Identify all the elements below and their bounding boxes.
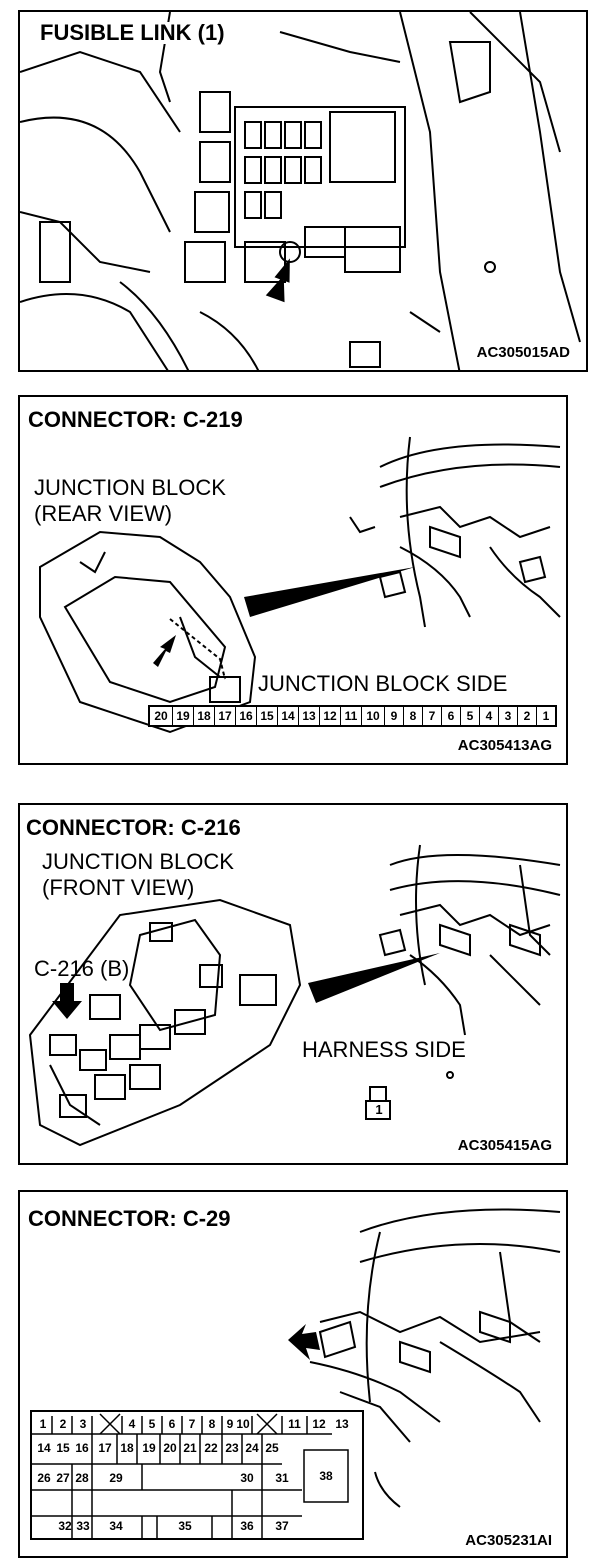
- side-label: HARNESS SIDE: [302, 1037, 466, 1062]
- pin: 20: [150, 707, 173, 725]
- pin: 13: [335, 1417, 349, 1431]
- pin: 35: [178, 1519, 192, 1533]
- pin: 1: [375, 1102, 383, 1117]
- pin: 16: [236, 707, 257, 725]
- pin: 28: [75, 1471, 89, 1485]
- pin: 8: [404, 707, 423, 725]
- pin: 34: [109, 1519, 123, 1533]
- pin: 36: [240, 1519, 254, 1533]
- pin: 17: [98, 1441, 112, 1455]
- pin: 18: [120, 1441, 134, 1455]
- pin: 26: [37, 1471, 51, 1485]
- connector-c219-pin-strip: 20 19 18 17 16 15 14 13 12 11 10 9 8 7 6…: [148, 705, 557, 727]
- panel-title: CONNECTOR: C-29: [28, 1206, 231, 1231]
- pin: 29: [109, 1471, 123, 1485]
- pin: 19: [173, 707, 194, 725]
- pin: 8: [208, 1417, 216, 1431]
- pin: 11: [341, 707, 362, 725]
- pin: 4: [480, 707, 499, 725]
- panel-title: CONNECTOR: C-219: [28, 407, 243, 432]
- pin: 6: [442, 707, 461, 725]
- pin: 1: [542, 709, 550, 723]
- pin: 10: [236, 1417, 250, 1431]
- pin: 3: [79, 1417, 87, 1431]
- pin: 14: [278, 707, 299, 725]
- pin: 30: [240, 1471, 254, 1485]
- pin: 22: [204, 1441, 218, 1455]
- pin: 1: [39, 1417, 47, 1431]
- pin: 24: [245, 1441, 259, 1455]
- connector-callout: C-216 (B): [34, 956, 130, 981]
- pin: 5: [461, 707, 480, 725]
- pin: 6: [168, 1417, 176, 1431]
- pin: 9: [226, 1417, 234, 1431]
- junction-block-rear-illustration: [39, 436, 561, 734]
- pin: 16: [75, 1441, 89, 1455]
- pin: 19: [142, 1441, 156, 1455]
- view-label-line2: (REAR VIEW): [34, 501, 173, 526]
- panel-title: FUSIBLE LINK (1): [36, 22, 229, 44]
- view-label-line1: JUNCTION BLOCK: [34, 475, 226, 500]
- pin: 2: [518, 707, 537, 725]
- dashboard-c29-illustration: [288, 1208, 561, 1508]
- engine-bay-illustration: [20, 12, 581, 370]
- view-label-line1: JUNCTION BLOCK: [42, 849, 234, 874]
- pin: 2: [59, 1417, 67, 1431]
- figure-code: AC305413AG: [457, 737, 552, 754]
- pin: 9: [385, 707, 404, 725]
- pin: 27: [56, 1471, 70, 1485]
- panel-connector-c216: CONNECTOR: C-216 JUNCTION BLOCK (FRONT V…: [18, 803, 568, 1165]
- pin: 33: [76, 1519, 90, 1533]
- pin: 32: [58, 1519, 72, 1533]
- pin: 7: [423, 707, 442, 725]
- panel-connector-c29: CONNECTOR: C-29: [18, 1190, 568, 1558]
- pin: 10: [362, 707, 385, 725]
- pin: 14: [37, 1441, 51, 1455]
- pin: 38: [319, 1469, 333, 1483]
- figure-code: AC305415AG: [457, 1137, 552, 1154]
- pin: 4: [128, 1417, 136, 1431]
- pin: 15: [56, 1441, 70, 1455]
- pin: 5: [148, 1417, 156, 1431]
- side-label: JUNCTION BLOCK SIDE: [258, 671, 508, 696]
- view-label-line2: (FRONT VIEW): [42, 875, 195, 900]
- pin: 12: [320, 707, 341, 725]
- pin: 21: [183, 1441, 197, 1455]
- junction-block-front-illustration: [28, 844, 561, 1147]
- pin: 3: [499, 707, 518, 725]
- figure-code: AC305231AI: [465, 1532, 552, 1549]
- panel-fusible-link: FUSIBLE LINK (1) AC305015AD: [18, 10, 588, 372]
- pin: 37: [275, 1519, 289, 1533]
- pin: 18: [194, 707, 215, 725]
- pin: 13: [299, 707, 320, 725]
- pin: 7: [188, 1417, 196, 1431]
- pin: 11: [288, 1417, 301, 1431]
- pin: 12: [312, 1417, 326, 1431]
- connector-c29-grid: 1 2 3 4 5 6 7 8 9 10 11 12 13 14 15 16 1…: [30, 1410, 364, 1540]
- pin: 15: [257, 707, 278, 725]
- panel-title: CONNECTOR: C-216: [26, 815, 241, 840]
- pin: 23: [225, 1441, 239, 1455]
- pin: 31: [275, 1471, 289, 1485]
- panel-connector-c219: CONNECTOR: C-219 JUNCTION BLOCK (REAR VI…: [18, 395, 568, 765]
- figure-code: AC305015AD: [474, 344, 572, 361]
- pin: 20: [163, 1441, 177, 1455]
- grid-lines: [32, 1413, 349, 1538]
- pin: 17: [215, 707, 236, 725]
- pin: 25: [265, 1441, 279, 1455]
